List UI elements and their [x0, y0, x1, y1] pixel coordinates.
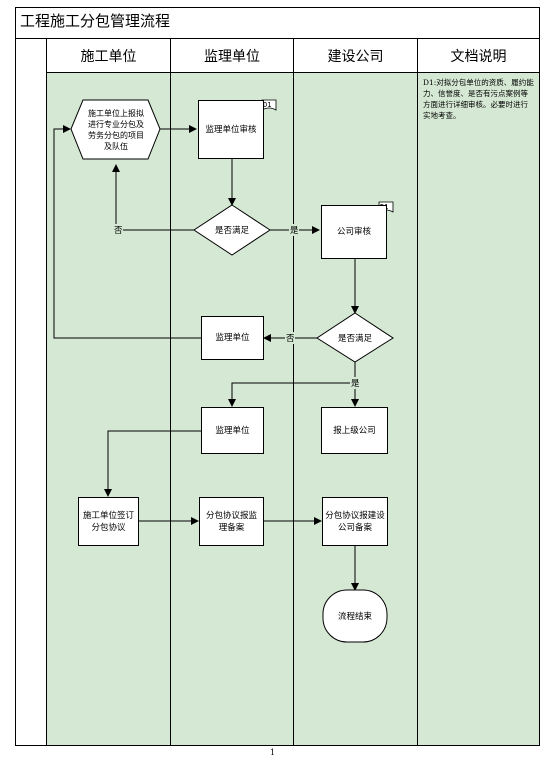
supervisor-unit-box-1: 监理单位 — [201, 316, 264, 360]
page-title: 工程施工分包管理流程 — [20, 12, 171, 30]
sign-contract-box: 施工单位签订分包协议 — [78, 497, 139, 546]
supervisor-unit-box-2: 监理单位 — [201, 407, 264, 454]
report-builder-box: 分包协议报建设公司备案 — [322, 497, 388, 546]
decision2-shape — [316, 312, 394, 363]
lane-divider-0 — [46, 38, 47, 746]
report-supervisor-box: 分包协议报监理备案 — [199, 497, 264, 546]
lane-bg-construction — [47, 73, 170, 745]
lane-header-docs: 文档说明 — [450, 49, 507, 65]
start-node-label: 施工单位上报拟进行专业分包及劳务分包的项目及队伍 — [88, 108, 144, 151]
edge-supervisor-to-sign — [104, 430, 201, 497]
edge-label-no-2: 否 — [286, 334, 295, 344]
lane-bg-docs — [418, 73, 539, 745]
end-node-label: 流程结束 — [338, 611, 373, 622]
doc-tag-1: D1 — [263, 101, 271, 109]
edge-decision2-yes-branch — [228, 382, 355, 407]
edge-label-yes-2: 是 — [351, 379, 360, 389]
decision1-label: 是否满足 — [215, 225, 250, 236]
edge-label-yes-1: 是 — [290, 226, 299, 236]
edge-label-no-1: 否 — [114, 226, 123, 236]
end-node-shape — [322, 589, 388, 643]
lane-divider-3 — [417, 38, 418, 746]
doc-note: D1:对拟分包单位的资质、履约能力、信誉度、是否有污点案例等方面进行详细审核。必… — [423, 78, 534, 120]
company-review-box: 公司审核 — [321, 205, 387, 259]
edge-supervisor-back-to-start — [53, 125, 201, 339]
title-divider — [15, 38, 540, 39]
supervisor-review-box: 监理单位审核 — [198, 100, 264, 159]
lane-divider-1 — [170, 38, 171, 746]
page-number: 1 — [270, 748, 276, 757]
edge-decision1-no — [112, 164, 194, 231]
decision1-shape — [193, 204, 271, 256]
lane-header-supervisor: 监理单位 — [204, 49, 260, 65]
lane-header-builder: 建设公司 — [327, 49, 384, 65]
decision2-label: 是否满足 — [338, 333, 373, 344]
lane-divider-2 — [293, 38, 294, 746]
report-company-box: 报上级公司 — [321, 407, 388, 454]
start-node-shape — [70, 99, 161, 160]
lane-header-construction: 施工单位 — [80, 49, 137, 65]
